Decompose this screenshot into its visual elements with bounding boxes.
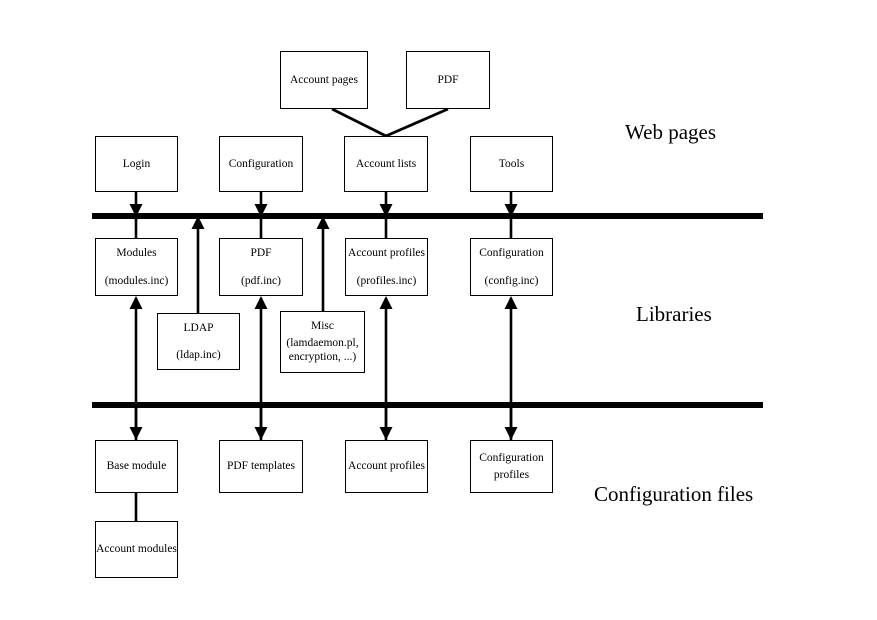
edge-ldap-to-bus xyxy=(191,216,205,313)
node-base-module[interactable]: Base module xyxy=(95,440,178,493)
node-tools[interactable]: Tools xyxy=(470,136,553,192)
edge-pdf-to-account-lists xyxy=(385,107,449,138)
node-lib-account-profiles-title: Account profiles xyxy=(348,247,425,260)
section-label-configuration-files: Configuration files xyxy=(594,482,754,506)
node-lib-account-profiles-subtitle: (profiles.inc) xyxy=(356,274,417,287)
node-account-lists-title: Account lists xyxy=(355,157,417,170)
node-lib-modules-title: Modules xyxy=(116,247,157,260)
node-lib-account-profiles[interactable]: Account profiles (profiles.inc) xyxy=(345,238,428,296)
node-account-modules[interactable]: Account modules xyxy=(95,521,178,578)
node-lib-misc-subtitle: (lamdaemon.pl, encryption, ...) xyxy=(286,336,359,364)
node-account-pages[interactable]: Account pages xyxy=(280,51,368,109)
edge-bus-to-pdf-templates xyxy=(254,405,268,440)
node-lib-configuration-title: Configuration xyxy=(479,247,544,260)
edge-bus-to-cfg-account-profiles xyxy=(379,405,393,440)
node-cfg-configuration-profiles[interactable]: Configuration profiles xyxy=(470,440,553,493)
node-configuration-page-title: Configuration xyxy=(228,157,294,170)
node-lib-modules-subtitle: (modules.inc) xyxy=(104,274,169,287)
node-pdf-templates[interactable]: PDF templates xyxy=(219,440,303,493)
edge-misc-to-bus xyxy=(316,216,330,311)
node-configuration-page[interactable]: Configuration xyxy=(219,136,303,192)
node-lib-ldap-title: LDAP xyxy=(183,321,214,334)
edge-tools-to-bus xyxy=(504,192,518,217)
node-login[interactable]: Login xyxy=(95,136,178,192)
node-account-modules-title: Account modules xyxy=(96,543,177,556)
node-pdf-page-title: PDF xyxy=(437,73,459,86)
node-cfg-account-profiles-title: Account profiles xyxy=(348,460,425,473)
node-lib-ldap[interactable]: LDAP (ldap.inc) xyxy=(157,313,240,370)
node-lib-configuration[interactable]: Configuration (config.inc) xyxy=(470,238,553,296)
edge-login-to-bus xyxy=(129,192,143,217)
node-tools-title: Tools xyxy=(498,157,525,170)
node-lib-misc-title: Misc xyxy=(311,320,334,333)
edge-bus-to-base-module xyxy=(129,405,143,440)
node-lib-pdf[interactable]: PDF (pdf.inc) xyxy=(219,238,303,296)
node-lib-pdf-subtitle: (pdf.inc) xyxy=(241,274,281,287)
section-label-web-pages: Web pages xyxy=(625,120,717,144)
edge-configuration-to-bus xyxy=(254,192,268,217)
node-cfg-configuration-profiles-subtitle: profiles xyxy=(493,468,530,481)
node-lib-misc[interactable]: Misc (lamdaemon.pl, encryption, ...) xyxy=(280,311,365,373)
node-account-pages-title: Account pages xyxy=(289,73,359,86)
edge-account-lists-to-bus xyxy=(379,192,393,217)
node-cfg-account-profiles[interactable]: Account profiles xyxy=(345,440,428,493)
bus-libraries-config xyxy=(92,402,763,408)
node-lib-configuration-subtitle: (config.inc) xyxy=(484,274,539,287)
node-lib-modules[interactable]: Modules (modules.inc) xyxy=(95,238,178,296)
node-base-module-title: Base module xyxy=(106,460,167,473)
section-label-libraries: Libraries xyxy=(636,302,712,326)
node-pdf-templates-title: PDF templates xyxy=(226,460,296,473)
node-lib-pdf-title: PDF xyxy=(250,247,272,260)
bus-web-libraries xyxy=(92,213,763,219)
node-pdf-page[interactable]: PDF xyxy=(406,51,490,109)
edge-account-pages-to-account-lists xyxy=(331,107,387,138)
node-account-lists[interactable]: Account lists xyxy=(344,136,428,192)
node-login-title: Login xyxy=(122,157,151,170)
node-cfg-configuration-profiles-title: Configuration xyxy=(479,452,544,465)
edge-bus-to-cfg-config-profiles xyxy=(504,405,518,440)
node-lib-ldap-subtitle: (ldap.inc) xyxy=(176,349,221,361)
